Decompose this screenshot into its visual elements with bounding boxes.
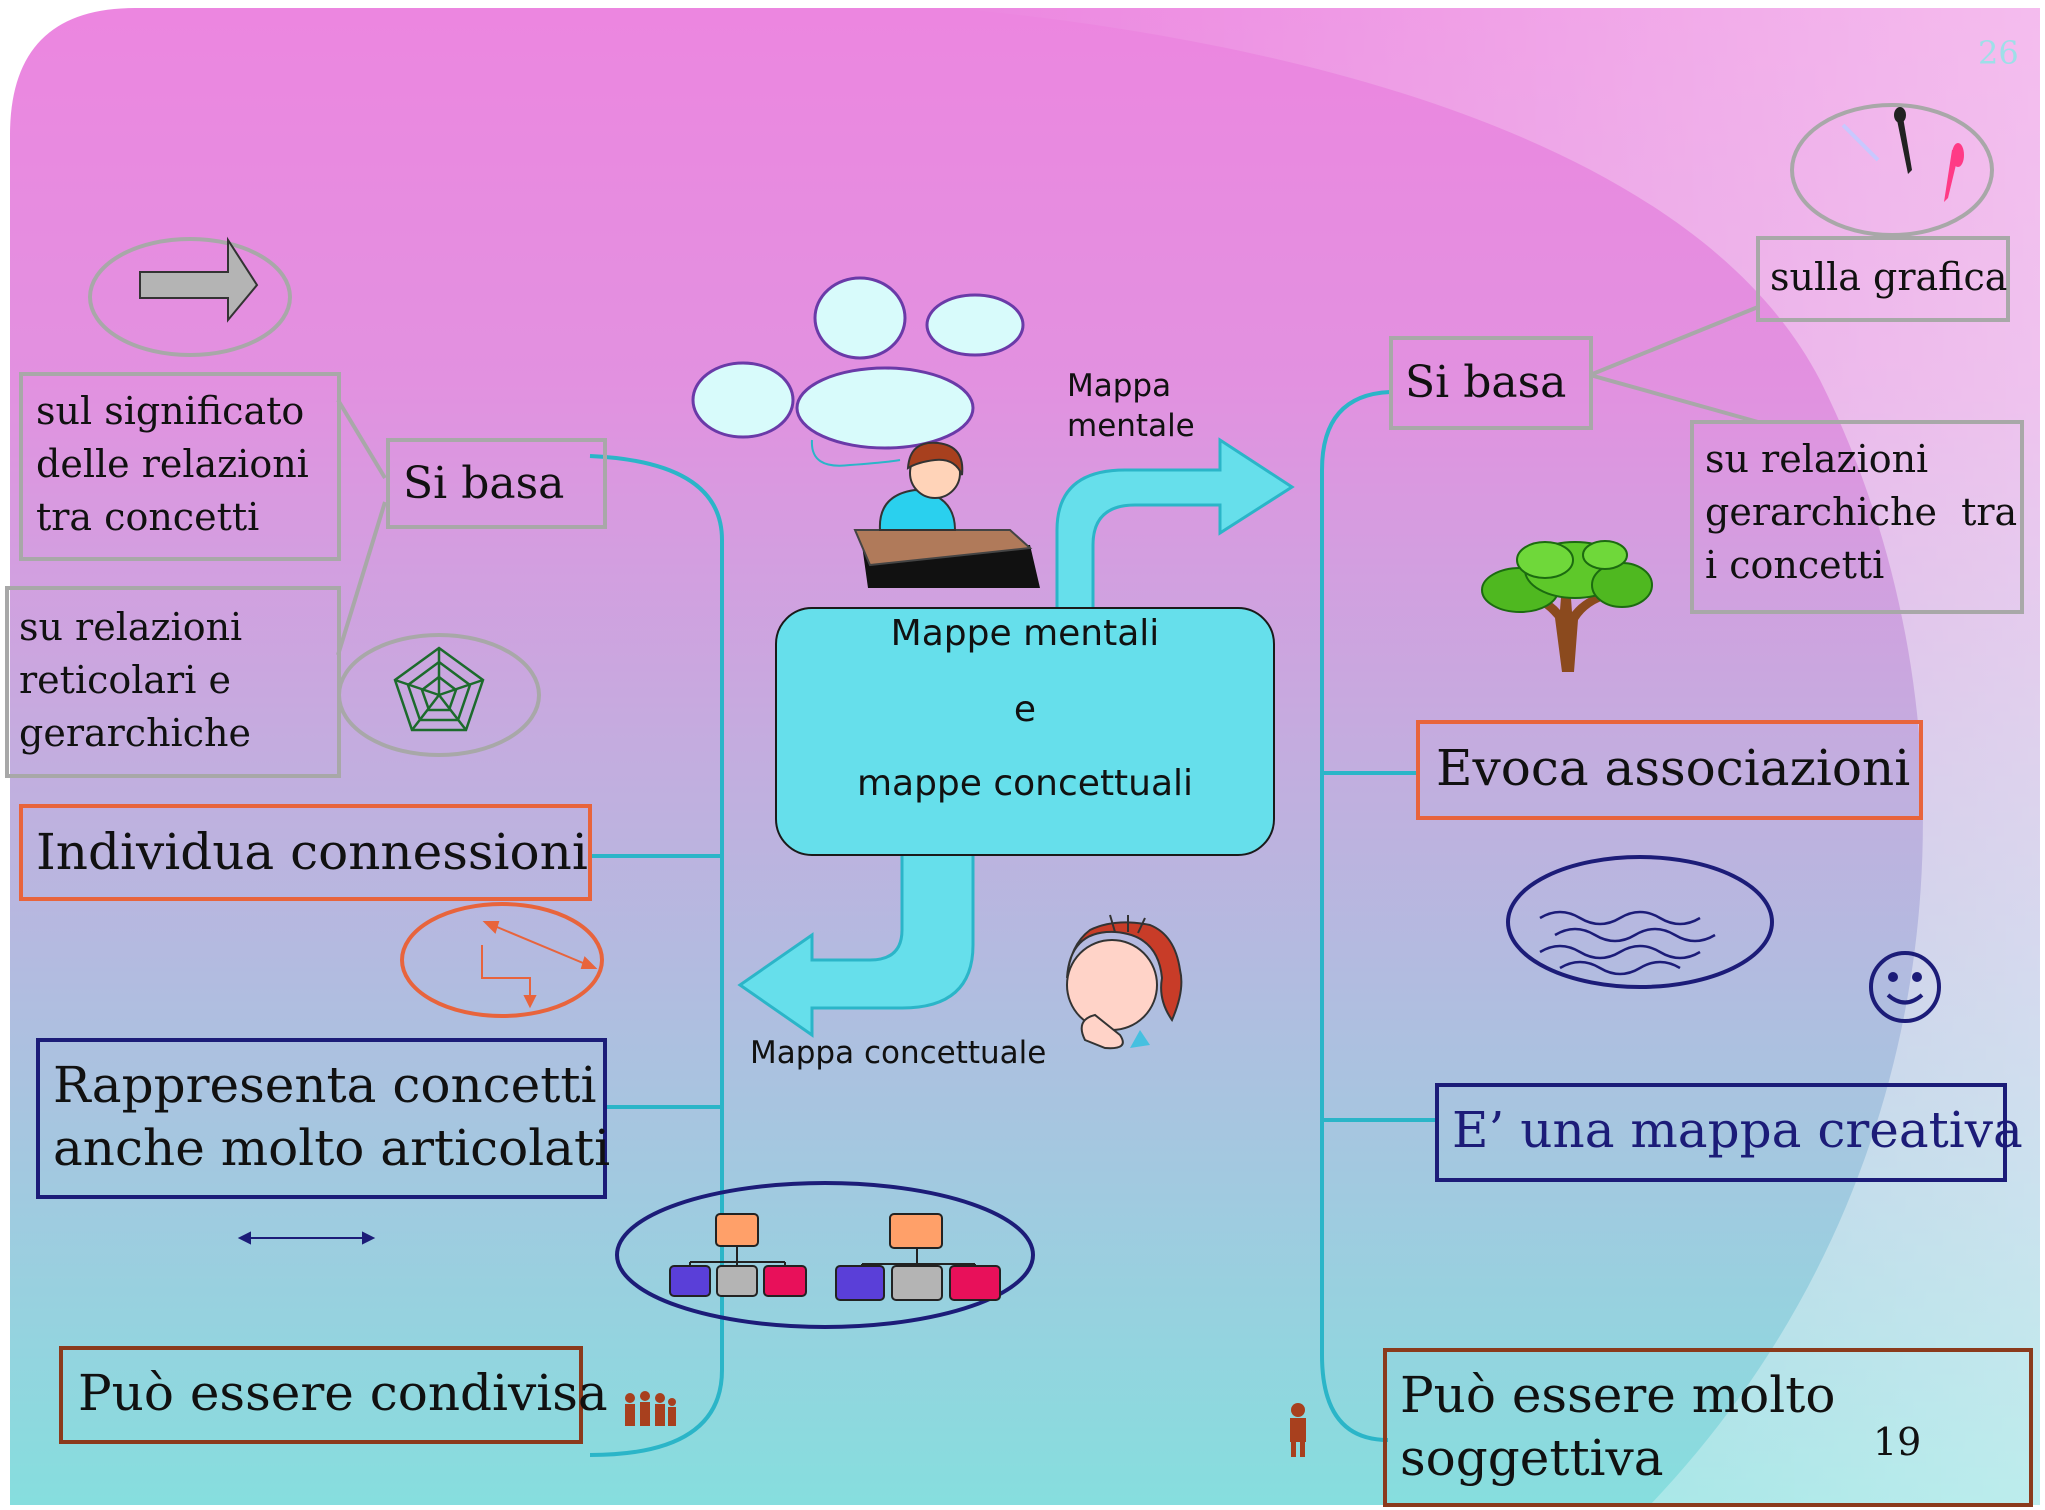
reticolari-line2: reticolari e xyxy=(19,658,231,702)
significato-line3: tra concetti xyxy=(36,495,260,539)
single-person-icon xyxy=(1290,1403,1306,1457)
right-si-basa-box xyxy=(1389,336,1593,430)
right-gerarchiche-line3: i concetti xyxy=(1705,543,1885,587)
rappresenta-line1: Rappresenta concetti xyxy=(53,1056,597,1114)
mental-map-label-line2: mentale xyxy=(1067,408,1195,444)
reticolari-box xyxy=(5,586,341,778)
connections-arrows-icon xyxy=(481,921,598,1009)
right-gerarchiche-line1: su relazioni xyxy=(1705,437,1929,481)
center-title-line1: Mappe mentali xyxy=(890,613,1160,654)
significato-line2: delle relazioni xyxy=(36,442,309,486)
center-title-line2: e xyxy=(1013,689,1037,730)
gray-connectors xyxy=(336,305,1759,656)
waves-icon xyxy=(1539,910,1716,976)
hierarchy-chart-icon xyxy=(669,1213,1001,1301)
individua-label: Individua connessioni xyxy=(36,823,588,881)
right-si-basa-label: Si basa xyxy=(1405,357,1567,408)
grafica-box xyxy=(1756,236,2010,322)
slide-number-bottom: 19 xyxy=(1873,1420,1922,1464)
reticolari-line3: gerarchiche xyxy=(19,711,251,755)
evoca-box xyxy=(1416,720,1923,820)
creativa-box xyxy=(1435,1083,2007,1182)
individua-box xyxy=(19,804,592,901)
right-gerarchiche-line2: gerarchiche tra xyxy=(1705,490,2018,534)
tree-icon xyxy=(1481,540,1653,672)
reticolari-line1: su relazioni xyxy=(19,605,243,649)
pondering-face-icon xyxy=(1066,914,1183,1050)
paint-brushes-icon xyxy=(1841,107,1964,202)
creativa-label: E’ una mappa creativa xyxy=(1452,1101,2023,1159)
slide-number-top: 26 xyxy=(1978,34,2019,72)
grafica-label: sulla grafica xyxy=(1770,255,2008,299)
left-si-basa-box xyxy=(386,438,607,529)
evoca-label: Evoca associazioni xyxy=(1436,739,1911,797)
center-box xyxy=(775,607,1275,856)
soggettiva-line2: soggettiva xyxy=(1400,1429,1664,1487)
hierarchy-icon-ellipse xyxy=(615,1181,1035,1329)
concept-map-arrow xyxy=(737,850,975,1038)
brushes-icon-ellipse xyxy=(1790,103,1994,237)
web-icon-ellipse xyxy=(337,633,541,757)
significato-line1: sul significato xyxy=(36,389,305,433)
left-si-basa-label: Si basa xyxy=(403,458,565,509)
concept-map-label: Mappa concettuale xyxy=(750,1035,1047,1071)
right-arrow-icon xyxy=(139,236,259,323)
right-gerarchiche-box xyxy=(1690,420,2024,614)
mental-map-label-line1: Mappa xyxy=(1067,368,1172,404)
thinking-person-icon xyxy=(853,441,1040,588)
rappresenta-box xyxy=(36,1038,607,1199)
background-sheen xyxy=(950,8,2040,1505)
waves-icon-ellipse xyxy=(1506,855,1774,989)
arrow-icon-ellipse xyxy=(88,237,292,357)
mental-map-arrow-shape xyxy=(1055,437,1295,612)
group-people-icon xyxy=(625,1391,676,1426)
soggettiva-box xyxy=(1383,1348,2033,1507)
significato-box xyxy=(19,372,341,561)
smiley-icon xyxy=(1869,951,1941,1023)
connections-icon-ellipse xyxy=(400,902,604,1018)
condivisa-label: Può essere condivisa xyxy=(78,1364,608,1422)
thought-clouds-icon xyxy=(691,276,1025,450)
condivisa-box xyxy=(59,1346,583,1444)
spider-web-icon xyxy=(393,646,485,732)
center-title-line3: mappe concettuali xyxy=(856,763,1194,804)
connector-lines xyxy=(589,390,1437,1457)
rappresenta-line2: anche molto articolati xyxy=(53,1119,611,1177)
soggettiva-line1: Può essere molto xyxy=(1400,1366,1836,1424)
double-arrow-icon xyxy=(237,1231,376,1245)
thought-trail xyxy=(810,439,901,467)
